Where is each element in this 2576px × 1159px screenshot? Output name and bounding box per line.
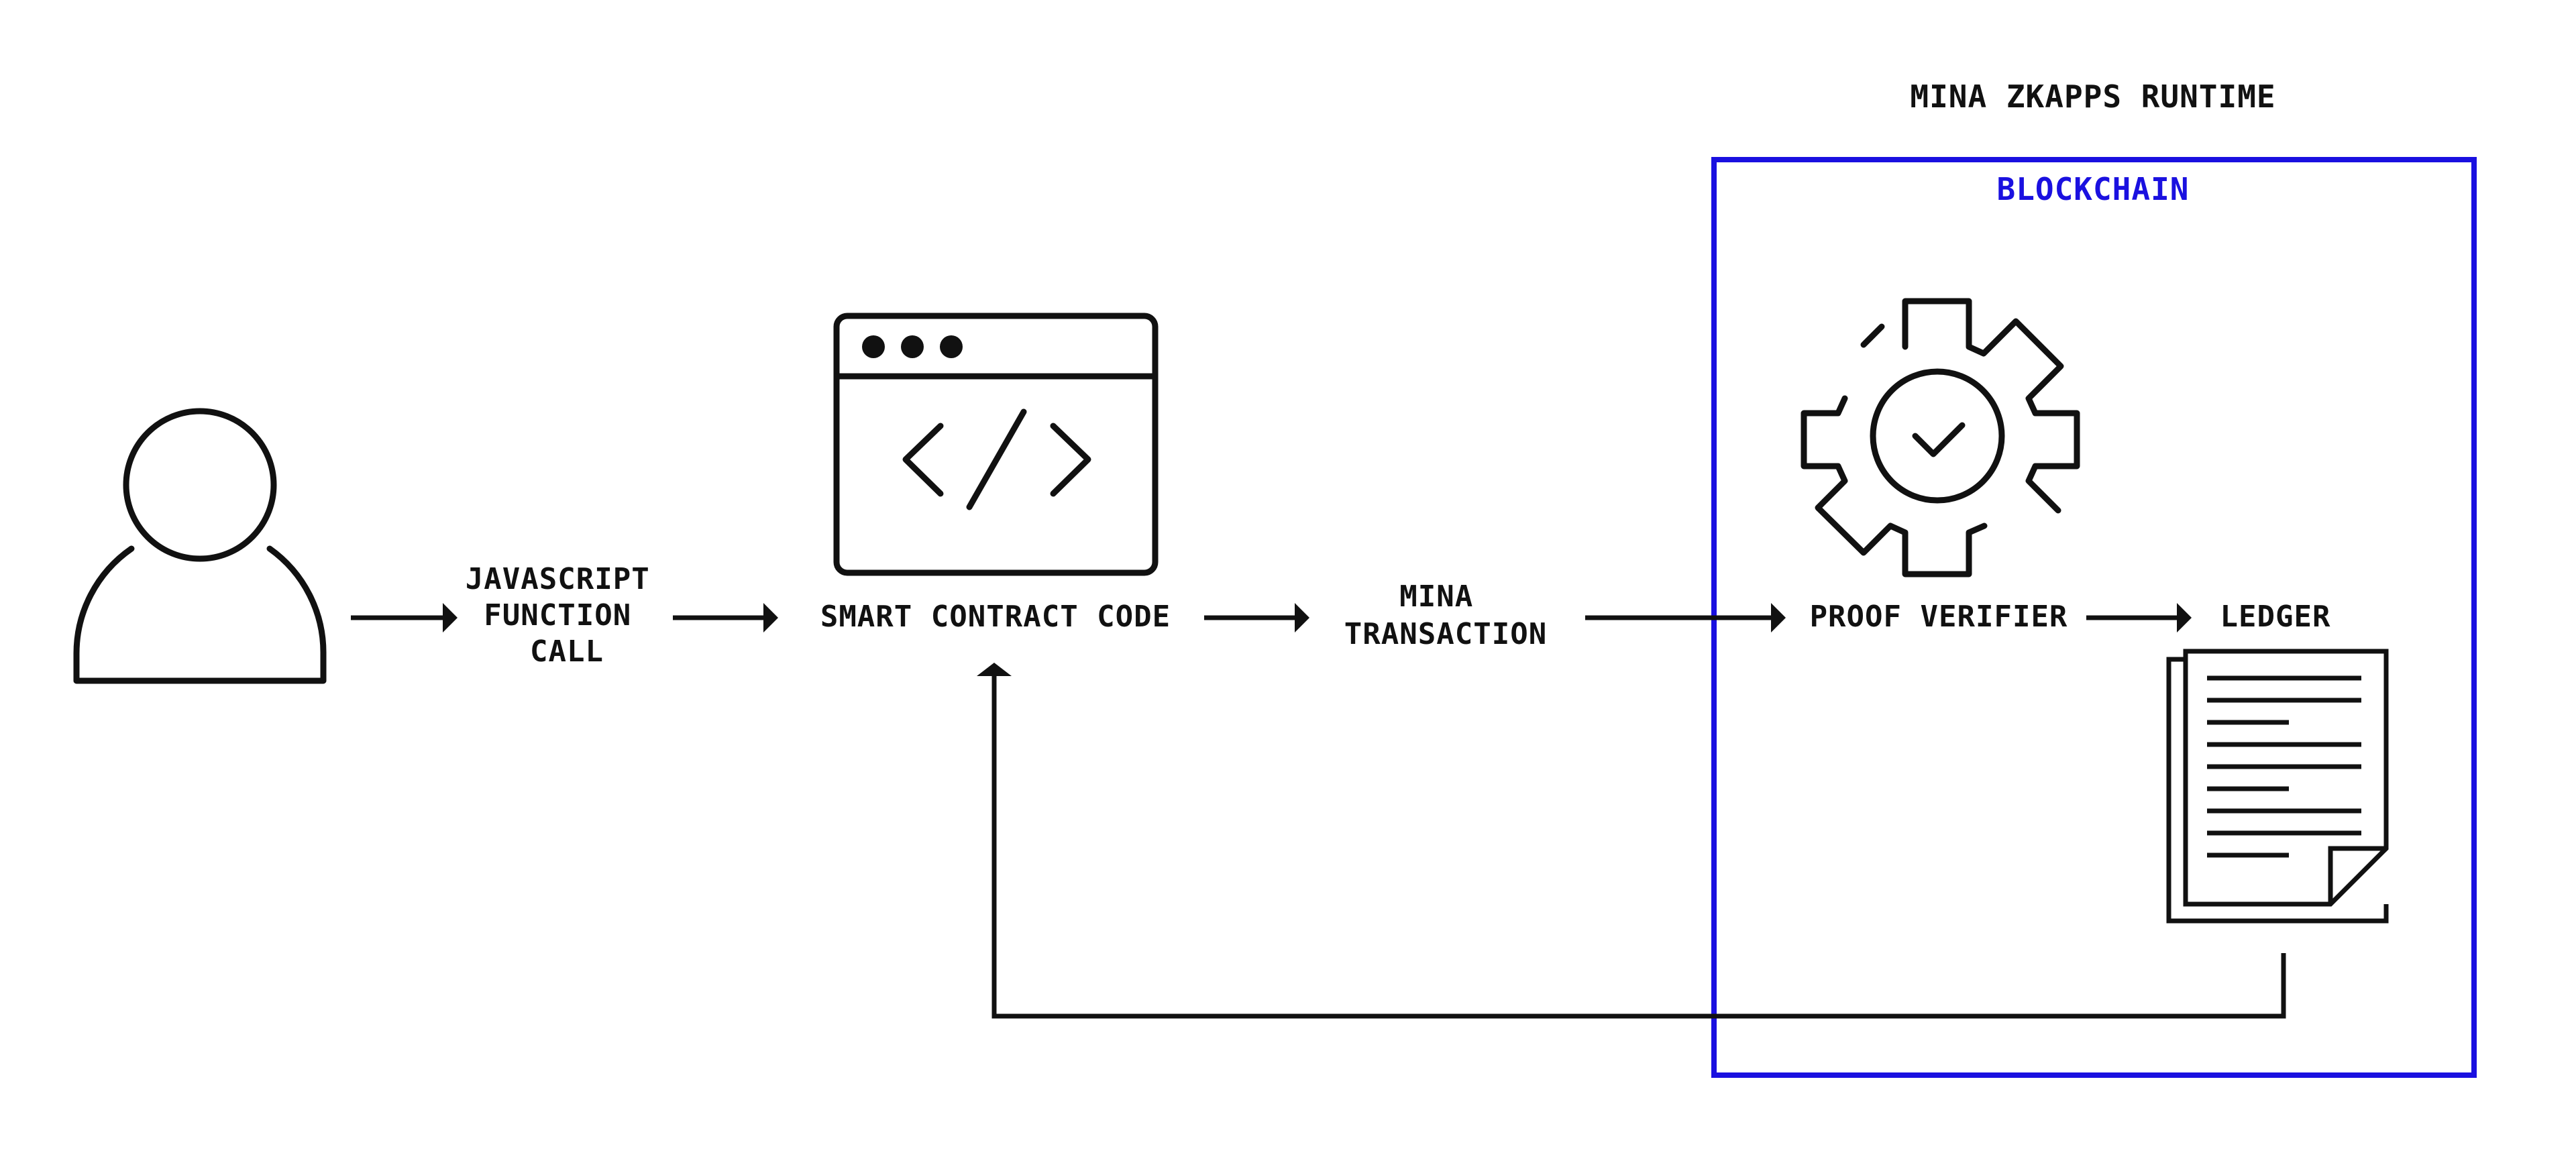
transaction-label: MINA TRANSACTION bbox=[1344, 580, 1547, 651]
window-dot-1 bbox=[862, 335, 885, 358]
smart-contract-label: SMART CONTRACT CODE bbox=[820, 600, 1171, 634]
ledger-label: LEDGER bbox=[2220, 600, 2331, 634]
document-stack-icon bbox=[2166, 649, 2389, 924]
arrow-transaction-to-verifier bbox=[1585, 603, 1786, 632]
js-call-label: JAVASCRIPT FUNCTION CALL bbox=[466, 562, 668, 669]
blockchain-label: BLOCKCHAIN bbox=[1997, 171, 2190, 207]
arrow-js-to-contract bbox=[673, 603, 778, 632]
code-window-icon bbox=[833, 313, 1159, 576]
window-dot-3 bbox=[940, 335, 963, 358]
transaction-line-2: TRANSACTION bbox=[1344, 617, 1547, 651]
arrow-ledger-to-contract bbox=[977, 663, 2286, 1019]
arrow-user-to-js bbox=[351, 603, 458, 632]
js-call-line-3: CALL bbox=[530, 634, 604, 669]
gear-check-icon bbox=[1801, 298, 2080, 577]
arrow-contract-to-transaction bbox=[1204, 603, 1309, 632]
js-call-line-1: JAVASCRIPT bbox=[466, 562, 650, 596]
js-call-line-2: FUNCTION bbox=[484, 598, 631, 632]
user-icon bbox=[73, 408, 327, 684]
runtime-title: MINA ZKAPPS RUNTIME bbox=[1910, 78, 2275, 115]
proof-verifier-label: PROOF VERIFIER bbox=[1810, 600, 2068, 634]
transaction-line-1: MINA bbox=[1399, 580, 1473, 614]
arrow-verifier-to-ledger bbox=[2086, 603, 2192, 632]
window-dot-2 bbox=[901, 335, 924, 358]
